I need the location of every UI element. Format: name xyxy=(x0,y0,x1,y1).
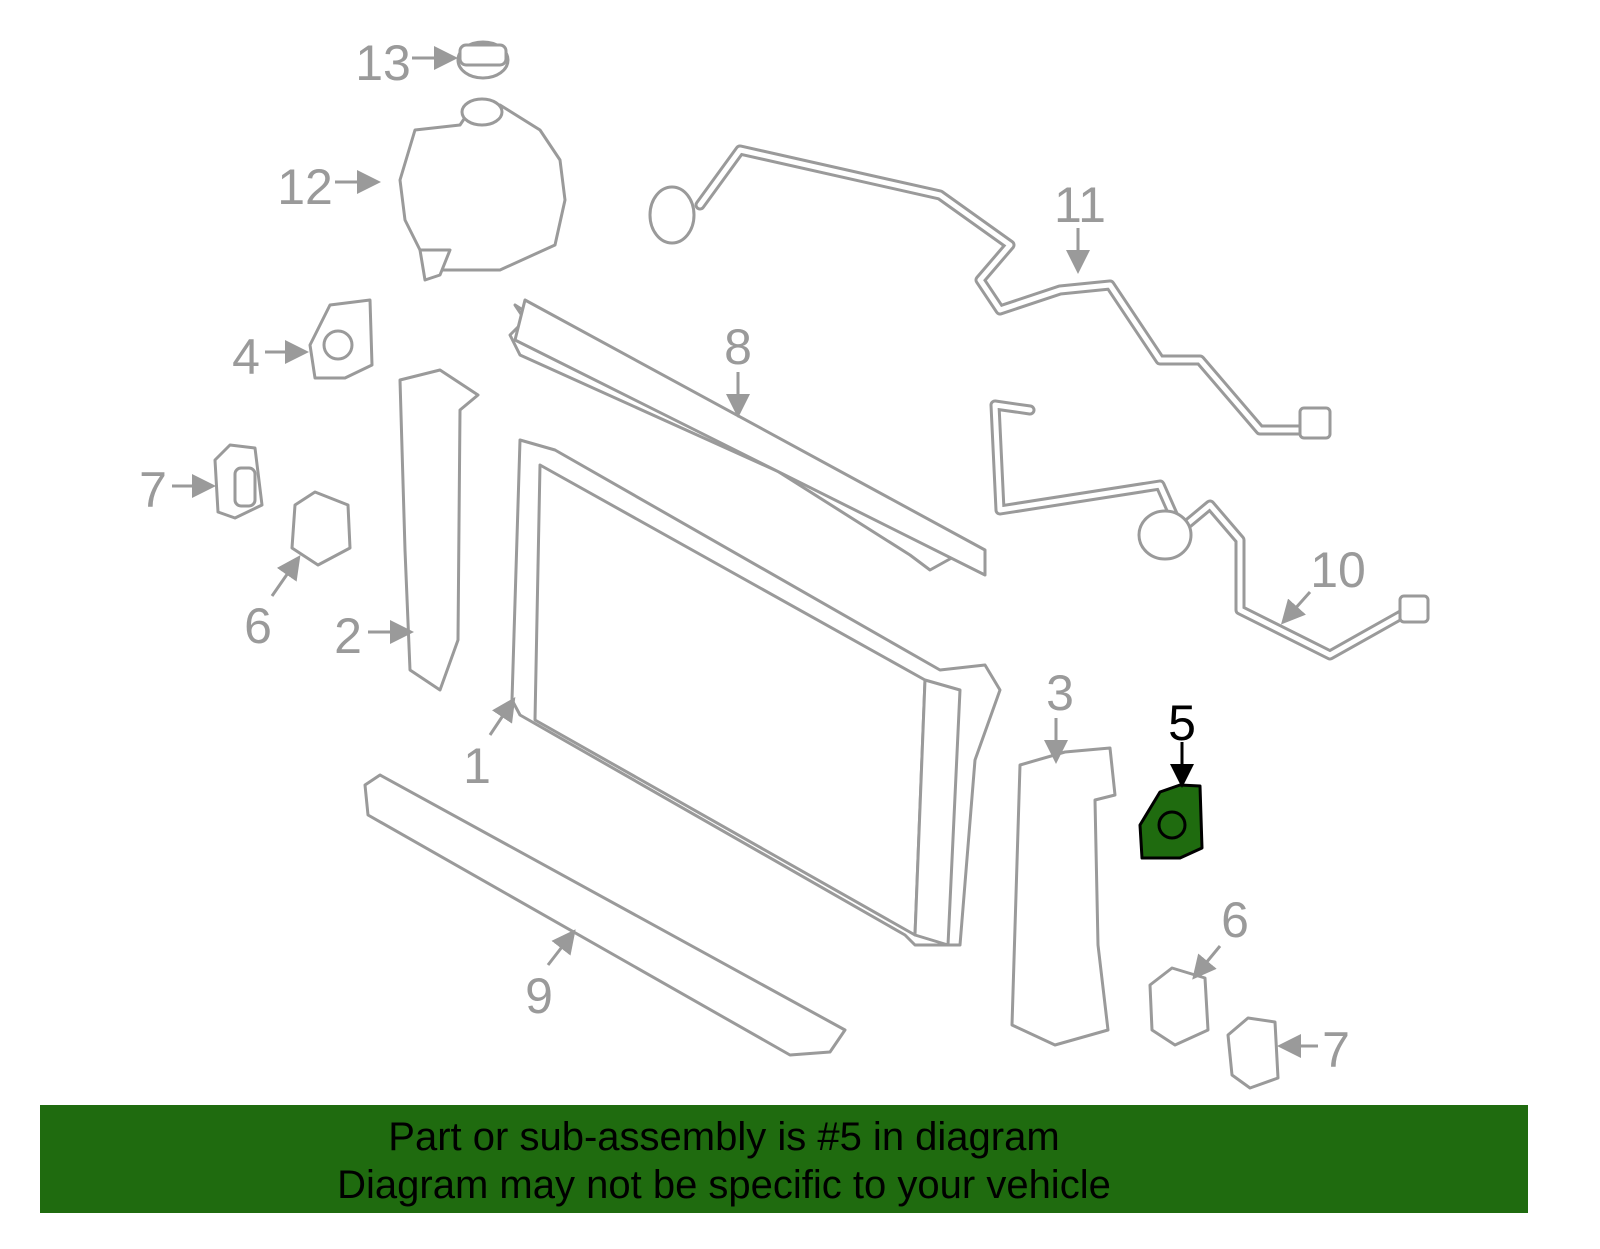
callout-4: 4 xyxy=(232,329,260,385)
part-3-air-guide-right[interactable] xyxy=(1010,718,1117,1047)
callout-8: 8 xyxy=(724,319,752,375)
callout-2: 2 xyxy=(334,608,362,664)
callout-3: 3 xyxy=(1046,665,1074,721)
callout-11: 11 xyxy=(1054,177,1106,233)
part-6-mount-left[interactable] xyxy=(270,490,352,597)
part-11-hose[interactable] xyxy=(648,144,1332,440)
callout-10: 10 xyxy=(1310,542,1366,598)
banner-line-2: Diagram may not be specific to your vehi… xyxy=(337,1163,1111,1207)
info-banner: Part or sub-assembly is #5 in diagram Di… xyxy=(40,1105,1528,1213)
callout-6-right: 6 xyxy=(1221,892,1249,948)
callout-6-left: 6 xyxy=(244,598,272,654)
part-10-hose[interactable] xyxy=(989,399,1430,661)
part-5-highlighted-bracket[interactable] xyxy=(1138,742,1204,860)
part-7-clip-right[interactable] xyxy=(1226,1016,1318,1090)
callout-5-highlighted: 5 xyxy=(1168,695,1196,751)
part-9-lower-support[interactable] xyxy=(363,773,847,1057)
part-7-clip-left[interactable] xyxy=(172,443,264,520)
callout-12: 12 xyxy=(277,159,333,215)
part-8-upper-support[interactable] xyxy=(508,298,987,577)
callout-7-right: 7 xyxy=(1322,1022,1350,1078)
part-13-cap[interactable] xyxy=(412,40,510,80)
part-4-bracket[interactable] xyxy=(265,298,374,380)
callout-9: 9 xyxy=(525,968,553,1024)
callout-1: 1 xyxy=(463,738,491,794)
part-2-air-guide-left[interactable] xyxy=(368,368,480,692)
part-1-radiator[interactable] xyxy=(488,438,1002,947)
callout-13: 13 xyxy=(355,35,411,91)
callout-7-left: 7 xyxy=(139,462,167,518)
banner-line-1: Part or sub-assembly is #5 in diagram xyxy=(388,1115,1060,1159)
part-12-reservoir[interactable] xyxy=(335,97,567,282)
part-6-mount-right[interactable] xyxy=(1148,945,1222,1047)
